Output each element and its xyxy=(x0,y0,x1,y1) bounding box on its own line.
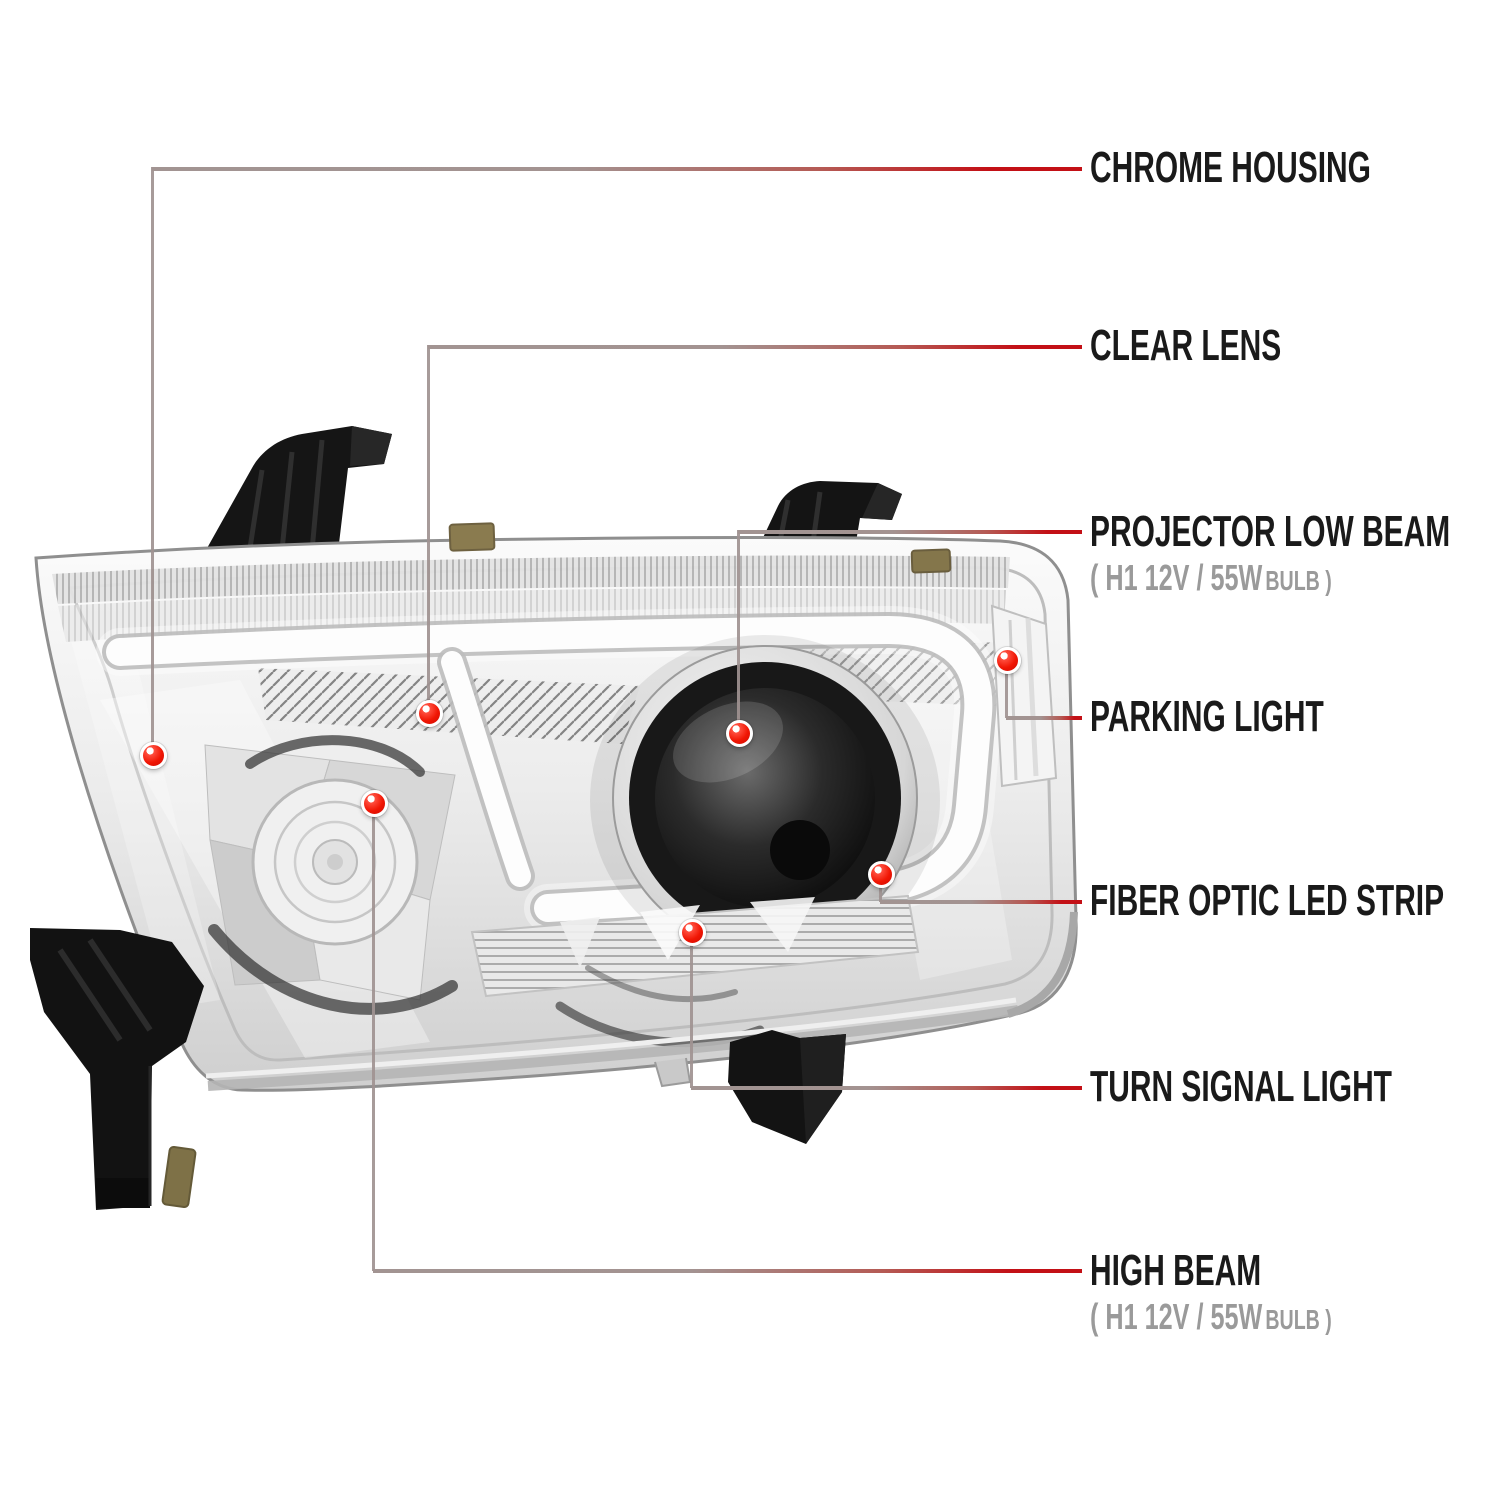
callout-text: CLEAR LENS xyxy=(1090,321,1282,371)
leader-line-vertical xyxy=(690,944,693,1088)
callout-subtext: ( H1 12V / 55W BULB ) xyxy=(1090,558,1500,606)
leader-line-horizontal xyxy=(691,1086,1082,1090)
adjuster-clips xyxy=(161,522,952,1209)
callout-label-clear-lens: CLEAR LENS xyxy=(1090,322,1371,370)
leader-line-vertical xyxy=(879,885,882,902)
callout-text: PROJECTOR LOW BEAM xyxy=(1090,507,1451,556)
leader-line-horizontal xyxy=(373,1269,1082,1273)
led-light-bar xyxy=(96,605,1003,932)
callout-text: FIBER OPTIC LED STRIP xyxy=(1090,876,1445,926)
mounting-bracket-top-left xyxy=(206,426,392,552)
bulb-spec: ( H1 12V / 55W xyxy=(1090,557,1263,598)
callout-subtext: ( H1 12V / 55W BULB ) xyxy=(1090,1297,1435,1345)
callout-text: CHROME HOUSING xyxy=(1090,143,1371,193)
bottom-rim xyxy=(205,911,1078,1091)
leader-line-vertical xyxy=(427,345,430,701)
callout-dot-icon xyxy=(361,790,388,817)
callout-label-projector-low-beam: PROJECTOR LOW BEAM ( H1 12V / 55W BULB ) xyxy=(1090,508,1500,606)
callout-text: HIGH BEAM xyxy=(1090,1246,1262,1295)
callout-label-high-beam: HIGH BEAM ( H1 12V / 55W BULB ) xyxy=(1090,1247,1435,1345)
leader-line-horizontal xyxy=(1006,716,1082,720)
callout-label-chrome-housing: CHROME HOUSING xyxy=(1090,144,1500,192)
callout-label-parking-light: PARKING LIGHT xyxy=(1090,693,1434,741)
parking-light-lens xyxy=(990,604,1058,788)
callout-dot-icon xyxy=(140,742,167,769)
mounting-bracket-bottom-left xyxy=(30,928,204,1210)
bulb-spec: ( H1 12V / 55W xyxy=(1090,1296,1263,1337)
callout-label-turn-signal-light: TURN SIGNAL LIGHT xyxy=(1090,1063,1500,1111)
high-beam-reflector xyxy=(204,735,458,1015)
leader-line-vertical xyxy=(737,530,740,722)
projector-lens xyxy=(590,635,940,965)
bulb-spec-small: BULB ) xyxy=(1265,565,1332,596)
turn-signal-lens xyxy=(470,894,920,1048)
leader-line-horizontal xyxy=(152,167,1082,171)
callout-label-fiber-optic-led-strip: FIBER OPTIC LED STRIP xyxy=(1090,877,1500,925)
leader-line-horizontal xyxy=(738,530,1082,534)
callout-dot-icon xyxy=(994,647,1021,674)
callout-dot-icon xyxy=(679,919,706,946)
callout-dot-icon xyxy=(726,720,753,747)
callout-text: TURN SIGNAL LIGHT xyxy=(1090,1062,1392,1112)
callout-dot-icon xyxy=(868,861,895,888)
leader-line-horizontal xyxy=(880,900,1082,904)
leader-line-horizontal xyxy=(428,345,1082,349)
callout-dot-icon xyxy=(416,700,443,727)
leader-line-vertical xyxy=(151,167,154,745)
callout-text: PARKING LIGHT xyxy=(1090,692,1324,742)
leader-line-vertical xyxy=(1005,671,1008,718)
leader-line-vertical xyxy=(372,815,375,1271)
bulb-spec-small: BULB ) xyxy=(1265,1304,1332,1335)
